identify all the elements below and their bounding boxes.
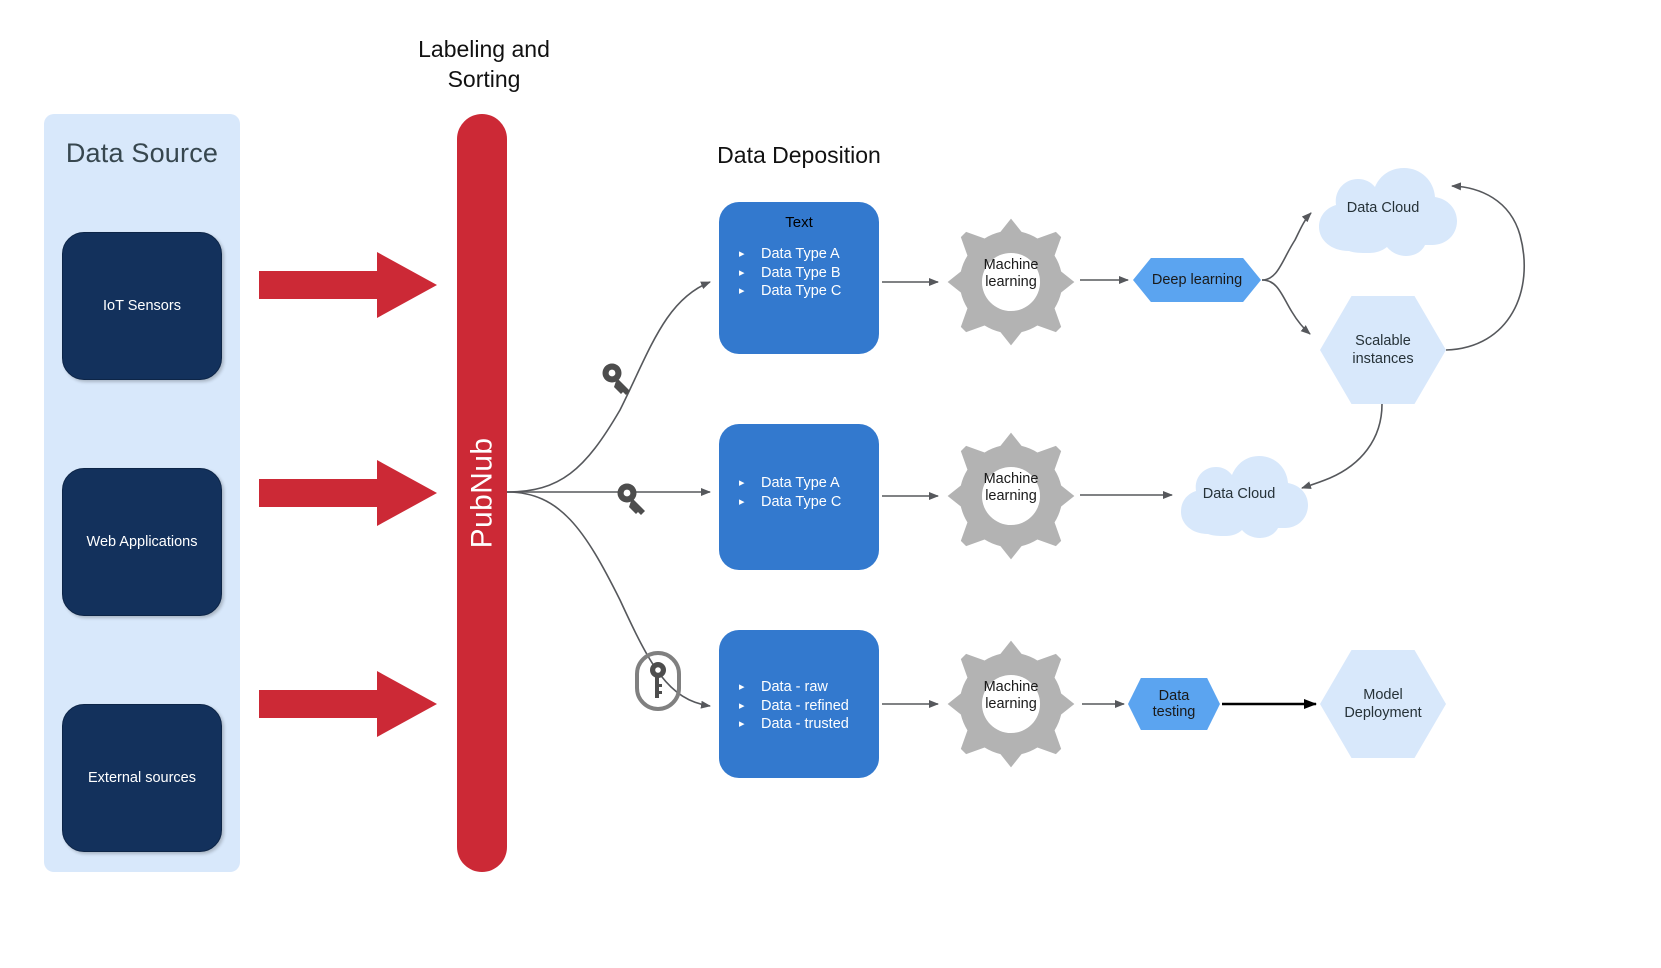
data-cloud-top-label: Data Cloud xyxy=(1346,200,1420,216)
connector-scalable-to-mid-data-cloud xyxy=(1301,403,1383,489)
pubnub-broker-label: PubNub xyxy=(457,114,507,872)
data-cloud-mid-label: Data Cloud xyxy=(1202,486,1276,502)
data-deposition-title: Data Deposition xyxy=(717,142,881,168)
source-box-label: Web Applications xyxy=(86,533,198,550)
data-box-heading: Text xyxy=(785,214,813,231)
data-testing-line2: testing xyxy=(1152,704,1196,720)
connector-deep-learning-to-data-cloud xyxy=(1261,212,1312,281)
machine-learning-label-0: Machine learning xyxy=(945,257,1077,291)
model-deployment-hexagon[interactable]: Model Deployment xyxy=(1320,650,1446,758)
source-box-web-applications[interactable]: Web Applications xyxy=(62,468,222,616)
deep-learning-label: Deep learning xyxy=(1151,272,1243,288)
scalable-instances-hexagon[interactable]: Scalable instances xyxy=(1320,296,1446,404)
list-item: Data Type A xyxy=(737,245,879,264)
cloud-icon xyxy=(1181,456,1308,538)
data-cloud-mid[interactable]: Data Cloud xyxy=(1168,450,1310,542)
list-item: Data Type B xyxy=(737,264,879,283)
list-item: Data - trusted xyxy=(737,715,879,734)
data-box-list: Data - raw Data - refined Data - trusted xyxy=(719,678,879,734)
list-item: Data Type C xyxy=(737,282,879,301)
model-deploy-line2: Deployment xyxy=(1344,705,1422,721)
cloud-icon xyxy=(1319,168,1457,256)
source-box-label: External sources xyxy=(88,769,196,786)
key-icon xyxy=(617,483,645,515)
gear-label-line1: Machine xyxy=(983,679,1039,695)
labeling-title-line1: Labeling and xyxy=(418,36,550,62)
ingest-arrow-icon xyxy=(259,460,437,526)
source-box-iot-sensors[interactable]: IoT Sensors xyxy=(62,232,222,380)
data-testing-hexagon[interactable]: Data testing xyxy=(1128,678,1220,730)
gear-label-line2: learning xyxy=(985,696,1037,712)
source-box-external-sources[interactable]: External sources xyxy=(62,704,222,852)
ingest-arrow-icon xyxy=(259,671,437,737)
data-testing-line1: Data xyxy=(1158,688,1190,704)
machine-learning-label-1: Machine learning xyxy=(945,471,1077,505)
pubnub-text: PubNub xyxy=(465,437,499,549)
scalable-line2: instances xyxy=(1352,351,1414,367)
list-item: Data Type C xyxy=(737,493,879,512)
gear-label-line2: learning xyxy=(985,274,1037,290)
data-cloud-top[interactable]: Data Cloud xyxy=(1305,163,1461,259)
key-icon xyxy=(602,363,630,395)
machine-learning-gear-icon xyxy=(947,218,1075,346)
gear-label-line1: Machine xyxy=(983,471,1039,487)
model-deploy-line1: Model xyxy=(1363,687,1403,703)
machine-learning-gear-icon xyxy=(947,640,1075,768)
labeling-title-line2: Sorting xyxy=(447,66,521,93)
data-box-list: Data Type A Data Type C xyxy=(719,474,879,511)
key-icon xyxy=(635,651,681,711)
source-box-label: IoT Sensors xyxy=(103,297,181,314)
labeling-and-sorting-title: Labeling and Sorting xyxy=(386,34,582,95)
machine-learning-label-2: Machine learning xyxy=(945,679,1077,713)
data-box-subset[interactable]: Data Type A Data Type C xyxy=(719,424,879,570)
list-item: Data Type A xyxy=(737,474,879,493)
data-box-list: Data Type A Data Type B Data Type C xyxy=(719,245,879,301)
deep-learning-hexagon[interactable]: Deep learning xyxy=(1133,258,1261,302)
list-item: Data - refined xyxy=(737,697,879,716)
data-source-title: Data Source xyxy=(65,138,219,168)
ingest-arrow-icon xyxy=(259,252,437,318)
data-box-maturity[interactable]: Data - raw Data - refined Data - trusted xyxy=(719,630,879,778)
gear-label-line1: Machine xyxy=(983,257,1039,273)
scalable-line1: Scalable xyxy=(1355,333,1411,349)
machine-learning-gear-icon xyxy=(947,432,1075,560)
gear-label-line2: learning xyxy=(985,488,1037,504)
data-box-text[interactable]: Text Data Type A Data Type B Data Type C xyxy=(719,202,879,354)
connector-deep-learning-to-scalable xyxy=(1261,279,1311,335)
pubnub-broker-bar[interactable] xyxy=(457,114,507,872)
list-item: Data - raw xyxy=(737,678,879,697)
